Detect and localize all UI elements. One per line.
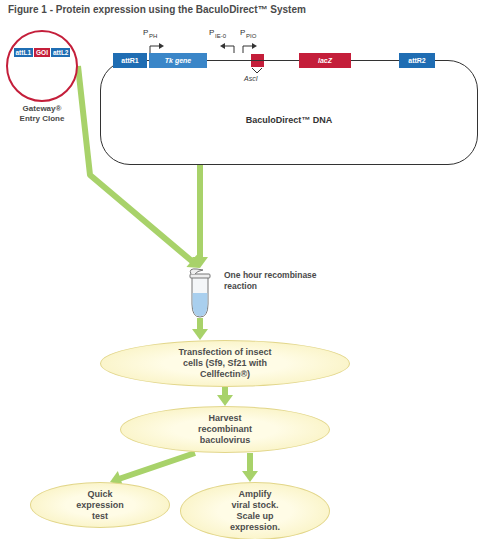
flow-arrow bbox=[197, 165, 203, 258]
gene-segment: lacZ bbox=[299, 53, 351, 68]
arrowhead bbox=[192, 257, 208, 268]
figure-title: Figure 1 - Protein expression using the … bbox=[8, 4, 306, 15]
arrowhead bbox=[242, 471, 258, 482]
promoter-label: P bbox=[209, 28, 214, 37]
site-leader bbox=[252, 68, 262, 73]
baculo-dna-box: BaculoDirect™ DNAattR1Tk genelacZattR2 bbox=[100, 60, 478, 165]
process-ellipse: Harvest recombinant baculovirus bbox=[120, 406, 330, 453]
promoter-arrow bbox=[150, 46, 160, 53]
promoter-label: P bbox=[240, 28, 245, 37]
clone-caption: Gateway® Entry Clone bbox=[14, 104, 70, 124]
att-site-label: GOI bbox=[34, 48, 50, 57]
tube-rim bbox=[190, 274, 210, 278]
tube-body bbox=[192, 277, 208, 317]
process-label: Amplify viral stock. Scale up expression… bbox=[230, 489, 280, 533]
segment-label: attR1 bbox=[117, 53, 143, 68]
entry-clone-circle: attL1GOIattL2Gateway® Entry Clone bbox=[6, 30, 78, 102]
promoter-label: PIO bbox=[246, 33, 256, 40]
promoter-label: IE-0 bbox=[215, 33, 226, 40]
step-note: One hour recombinase reaction bbox=[224, 270, 324, 292]
flow-arrow bbox=[197, 318, 203, 330]
tube-drawing bbox=[188, 268, 212, 318]
flow-arrow bbox=[119, 453, 195, 479]
gene-segment: Tk gene bbox=[149, 53, 207, 68]
segment-label: lacZ bbox=[303, 53, 347, 68]
promoter-arrow bbox=[224, 46, 234, 53]
process-ellipse: Quick expression test bbox=[30, 482, 170, 528]
flow-arrow bbox=[78, 66, 192, 262]
promoter-label: PH bbox=[149, 33, 157, 40]
arrowhead bbox=[217, 395, 233, 406]
process-ellipse: Amplify viral stock. Scale up expression… bbox=[180, 482, 330, 539]
segment-label: attR2 bbox=[403, 53, 431, 68]
att-site-label: attL1 bbox=[14, 48, 34, 57]
reaction-tube: One hour recombinase reaction bbox=[188, 268, 212, 318]
arrowhead bbox=[192, 329, 208, 340]
promoter-label: P bbox=[143, 28, 148, 37]
gene-segment: attR2 bbox=[399, 53, 435, 68]
promoter-arrow bbox=[243, 46, 253, 53]
process-label: Harvest recombinant baculovirus bbox=[189, 413, 260, 446]
att-site-label: attL2 bbox=[51, 48, 71, 57]
gene-segment: attR1 bbox=[113, 53, 147, 68]
segment-label: Tk gene bbox=[153, 53, 203, 68]
process-label: Transfection of insect cells (Sf9, Sf21 … bbox=[169, 347, 280, 380]
process-ellipse: Transfection of insect cells (Sf9, Sf21 … bbox=[100, 340, 350, 387]
tube-cap bbox=[190, 269, 203, 274]
tube-liquid bbox=[193, 293, 208, 316]
flow-arrow bbox=[222, 387, 228, 396]
promoter-label: AscI bbox=[244, 75, 258, 83]
promoter-arrowhead bbox=[220, 43, 225, 49]
process-label: Quick expression test bbox=[76, 489, 124, 522]
flow-arrow bbox=[247, 453, 253, 472]
att-site-row: attL1GOIattL2 bbox=[8, 48, 76, 57]
promoter-arrowhead bbox=[159, 43, 164, 49]
dna-name: BaculoDirect™ DNA bbox=[101, 115, 477, 125]
promoter-arrowhead bbox=[252, 43, 257, 49]
